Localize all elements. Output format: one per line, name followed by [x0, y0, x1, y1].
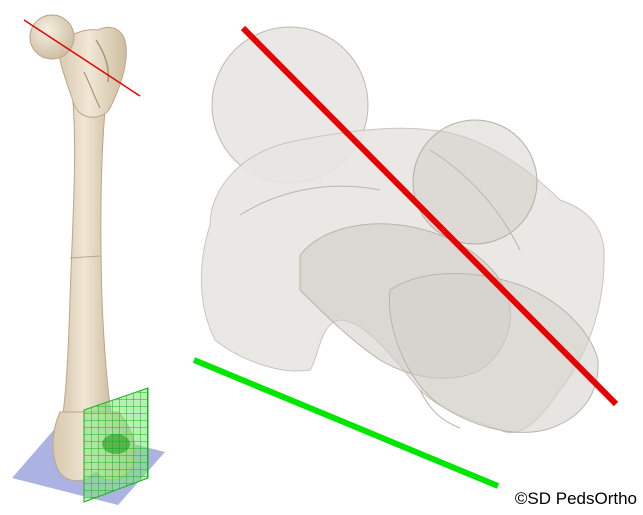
femur-illustration	[12, 15, 165, 505]
femoral-head	[30, 15, 74, 59]
distal-femur-translucent-view	[194, 27, 616, 486]
copyright-credit: ©SD PedsOrtho	[515, 489, 637, 509]
femur-shaft	[62, 90, 112, 420]
